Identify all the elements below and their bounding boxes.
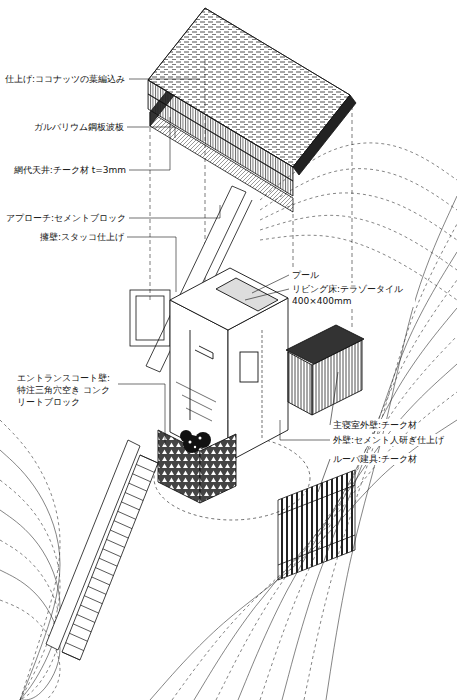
stair-steps [62,455,158,660]
callout-label: 網代天井:チーク材 t=3mm [13,164,127,176]
master-bedroom [286,325,364,415]
callout-label: 主寝室外壁:チーク材 [332,419,418,431]
stair-step [73,624,91,632]
contour-line [0,480,60,700]
stair-step [95,568,113,576]
callout-label: プール [291,269,320,281]
stair-step [114,521,132,529]
roof [148,8,356,212]
stair-step [84,596,102,604]
stair-step [136,464,154,472]
stair-step [62,652,80,660]
contour-line [0,510,60,700]
stair-step [69,633,87,641]
stair-step [125,493,143,501]
stair-step [129,483,147,491]
stair-step [77,614,95,622]
contour-line [150,420,457,700]
contour-line [260,280,457,700]
approach [46,186,252,660]
contour-line [260,215,457,270]
stair-step [103,549,121,557]
contour-line [0,450,60,700]
callout-label: アプローチ:セメントブロック [5,212,127,224]
stair-step [121,502,139,510]
callout-label: 仕上げ:ココナッツの葉編込み [4,73,126,85]
stair-step [110,530,128,538]
contour-lines [0,143,457,700]
callout-label: 外壁:セメント人研ぎ仕上げ [332,434,445,446]
stair-step [107,539,125,547]
house [154,268,310,520]
stair-step [81,605,99,613]
contour-line [0,600,60,700]
stair-step [99,558,117,566]
contour-line [282,252,457,700]
callout-label: ルーバ建具:チーク材 [332,453,418,465]
stair-step [92,577,110,585]
callout-label: エントランスコート壁:特注三角穴空き コンクリートブロック [16,372,118,408]
louver [278,470,355,580]
stair-step [133,474,151,482]
stair-step [88,586,106,594]
callout-label: リビング床:テラゾータイル 400×400mm [291,283,415,307]
contour-line [326,196,457,700]
stair-step [118,511,136,519]
contour-line [0,420,60,700]
contour-line [0,540,60,700]
stair-step [140,455,158,463]
callout-label: 擁壁:スタッコ仕上げ [39,231,125,243]
stair-step [66,643,84,651]
callout-label: ガルバリウム鋼板波板 [33,121,125,133]
